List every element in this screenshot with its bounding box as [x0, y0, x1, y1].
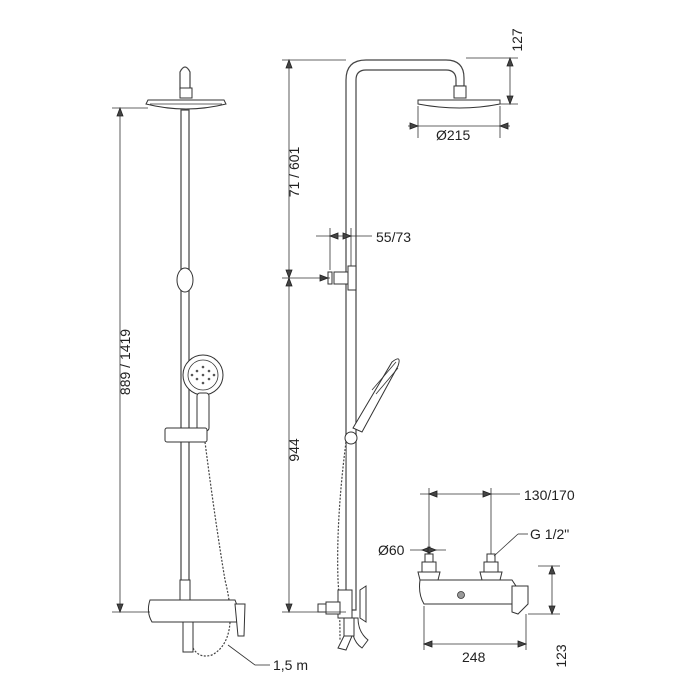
- front-riser-pipe: [180, 109, 190, 611]
- dimension-hose-length: 1,5 m: [227, 644, 308, 673]
- side-head-connector: [453, 85, 467, 99]
- front-hand-shower-handle: [196, 392, 210, 432]
- mixer-detail-view: [417, 553, 529, 615]
- front-mixer-body: [147, 599, 241, 623]
- dimension-front-total-height: 889 / 1419: [112, 106, 150, 614]
- front-view: [145, 66, 246, 657]
- side-slider-joint: [344, 431, 358, 445]
- head-diameter-label: Ø215: [436, 127, 470, 143]
- dimension-inlet-thread: G 1/2": [493, 526, 569, 557]
- hose-length-label: 1,5 m: [273, 657, 308, 673]
- side-hand-shower: [352, 358, 400, 433]
- front-mixer-lever: [234, 603, 246, 637]
- side-top-height-label: 71 / 601: [286, 146, 302, 197]
- front-mixer-spout: [182, 621, 194, 653]
- front-riser-joint: [176, 267, 194, 293]
- arm-offset-label: 55/73: [376, 229, 411, 245]
- front-shower-head: [145, 99, 227, 110]
- dimension-mixer-centers: 130/170: [420, 487, 575, 554]
- eccentric-diameter-label: Ø60: [378, 542, 405, 558]
- mixer-width-label: 248: [462, 649, 486, 665]
- detail-right-connector: [483, 561, 499, 573]
- head-drop-label: 127: [509, 28, 525, 52]
- detail-mixer-button: [457, 591, 465, 599]
- side-view: [317, 59, 501, 651]
- front-slider-holder: [164, 427, 208, 443]
- inlet-thread-label: G 1/2": [530, 526, 569, 542]
- front-riser-connector: [179, 579, 191, 603]
- side-bottom-height-label: 944: [286, 438, 302, 462]
- detail-left-connector: [421, 561, 437, 573]
- front-shower-head-connector: [179, 87, 193, 99]
- front-riser-top-curve: [179, 66, 191, 90]
- dimension-head-diameter: Ø215: [408, 106, 510, 143]
- dimension-side-heights: 71 / 601 944: [282, 58, 346, 614]
- mixer-centers-label: 130/170: [524, 487, 575, 503]
- dimension-arm-offset: 55/73: [316, 228, 411, 270]
- dimension-mixer-height: 123: [528, 564, 569, 668]
- side-shower-head: [417, 99, 501, 109]
- dimension-head-drop: 127: [466, 28, 525, 106]
- dimension-eccentric-diameter: Ø60: [378, 542, 446, 558]
- front-hose: [189, 441, 231, 657]
- mixer-height-label: 123: [553, 644, 569, 668]
- detail-mixer-body: [419, 579, 527, 605]
- front-total-height-label: 889 / 1419: [117, 329, 133, 395]
- dimension-mixer-width: 248: [422, 606, 528, 665]
- detail-mixer-lever: [511, 585, 529, 615]
- side-mixer: [317, 585, 369, 651]
- front-hand-shower-nozzles: [190, 365, 216, 385]
